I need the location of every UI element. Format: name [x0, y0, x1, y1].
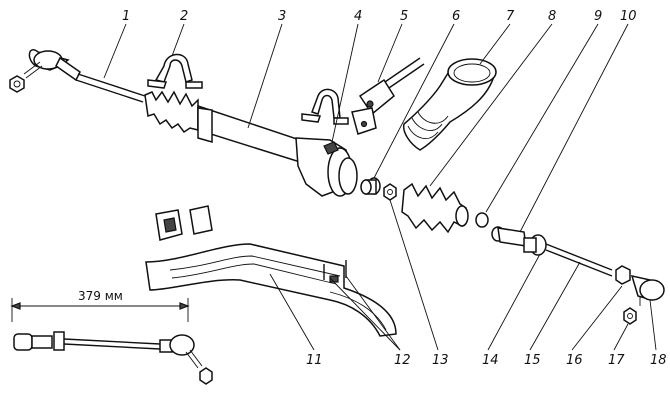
callout-6: 6: [452, 9, 460, 24]
part-12-bolts: [323, 260, 347, 283]
callout-5: 5: [400, 9, 408, 24]
callout-1: 1: [122, 9, 130, 24]
callout-3: 3: [278, 9, 286, 24]
callout-18: 18: [650, 353, 667, 368]
leader-lines: [103, 23, 657, 351]
part-9-o-ring: [475, 212, 489, 228]
callout-2: 2: [180, 9, 188, 24]
part-6-bushing: [360, 177, 381, 195]
callout-8: 8: [548, 9, 556, 24]
callout-17: 17: [608, 353, 625, 368]
callout-7: 7: [506, 9, 515, 24]
part-1-left-tie-rod: [23, 49, 146, 103]
part-18-ball-joint: [630, 274, 665, 306]
callout-numbers: 1 2 3 4 5 6 7 8 9 10 11 12 13 14 15 16 1…: [122, 9, 667, 368]
callout-16: 16: [566, 353, 583, 368]
part-15-tie-rod: [545, 243, 613, 277]
callout-13: 13: [432, 353, 449, 368]
callout-11: 11: [306, 353, 323, 368]
part-13-washer: [383, 183, 397, 201]
part-3-rack-housing: [144, 90, 358, 197]
dimension-label: 379 мм: [78, 289, 123, 303]
callout-9: 9: [594, 9, 602, 24]
part-5-steering-coupling: [351, 57, 425, 135]
callout-10: 10: [620, 9, 637, 24]
part-14-inner-joint: [491, 226, 547, 256]
part-2-mount-bracket: [147, 53, 203, 89]
part-11-cross-member: [145, 205, 397, 337]
callout-15: 15: [524, 353, 541, 368]
callout-14: 14: [482, 353, 499, 368]
part-16-locknut: [615, 265, 631, 285]
part-1-nut: [9, 75, 25, 93]
inset-tie-rod-assembly: [10, 298, 213, 385]
part-8-right-boot: [401, 182, 469, 234]
part-17-nut: [623, 307, 637, 325]
callout-4: 4: [354, 9, 362, 24]
part-4-mount-bracket: [301, 88, 349, 155]
callout-12: 12: [394, 353, 411, 368]
part-7-dust-cover: [402, 58, 497, 151]
